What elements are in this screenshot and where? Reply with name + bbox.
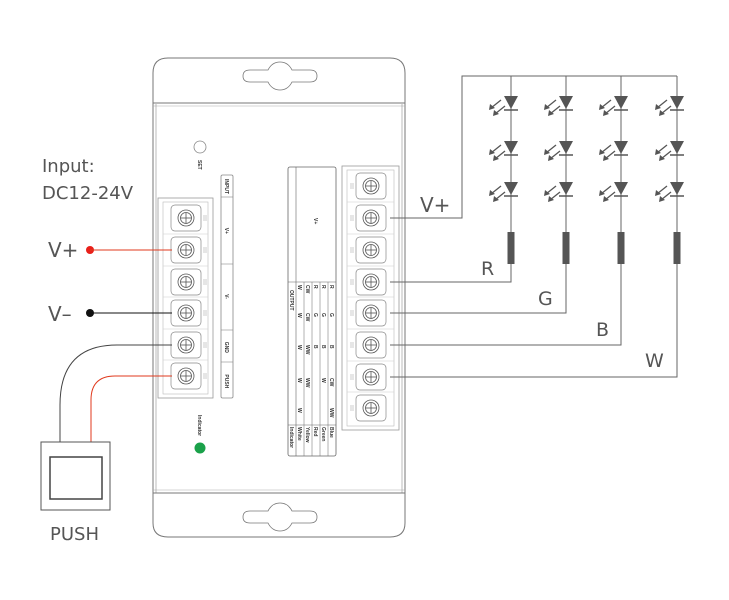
led-string — [489, 76, 518, 264]
led-diode — [504, 182, 518, 195]
push-label: PUSH — [50, 524, 99, 545]
table-cell: W — [296, 408, 302, 413]
table-cell: W — [296, 345, 302, 350]
push-signal-wire — [90, 375, 172, 442]
terminal-screw — [170, 236, 207, 264]
table-row-label: Red — [312, 427, 318, 436]
table-cell: W — [320, 378, 326, 383]
led-diode — [614, 182, 628, 195]
led-diode — [614, 141, 628, 154]
table-cell: R — [328, 285, 334, 289]
led-diode — [504, 141, 518, 154]
table-row-label: Green — [320, 427, 326, 441]
r-wire — [390, 264, 512, 283]
r-label: R — [481, 258, 494, 280]
input-label-line2: DC12-24V — [42, 183, 134, 204]
output-terminal-block — [341, 165, 400, 431]
table-cell: G — [328, 313, 334, 317]
terminal-screw — [350, 331, 387, 359]
top-keyhole — [242, 61, 318, 91]
led-string — [544, 76, 573, 264]
indicator-led — [194, 442, 206, 454]
resistor — [617, 232, 625, 264]
table-cell: W — [296, 285, 302, 290]
terminal-screw — [350, 236, 387, 264]
w-wire — [390, 264, 678, 378]
vplus-output-wire — [390, 75, 677, 219]
input-label-strip: INPUT V+ V- GND PUSH — [220, 174, 234, 399]
led-diode — [614, 96, 628, 109]
table-row-label: Yellow — [304, 427, 310, 443]
input-strip-label: V- — [223, 294, 229, 299]
indicator-label: Indicator — [196, 415, 202, 436]
terminal-screw — [170, 268, 207, 296]
terminal-screw — [350, 172, 387, 200]
led-diode — [559, 141, 573, 154]
led-diode — [504, 96, 518, 109]
input-strip-label: V+ — [223, 228, 229, 234]
terminal-screw — [170, 204, 207, 232]
led-string — [599, 76, 628, 264]
terminal-screw — [350, 299, 387, 327]
table-cell: G — [320, 313, 326, 317]
vplus-output-label: V+ — [420, 193, 450, 217]
led-diode — [559, 96, 573, 109]
terminal-screw — [350, 394, 387, 422]
table-cell: R — [312, 285, 318, 289]
led-diode — [670, 96, 684, 109]
table-cell: G — [312, 313, 318, 317]
table-row-label: Blue — [328, 427, 334, 438]
table-cell: CW — [304, 313, 310, 322]
led-string — [655, 76, 684, 264]
terminal-screw — [170, 331, 207, 359]
terminal-screw — [350, 268, 387, 296]
resistor — [673, 232, 681, 264]
set-label: SET — [196, 160, 202, 170]
led-diode — [670, 141, 684, 154]
table-cell: WW — [304, 378, 310, 388]
table-cell: CW — [304, 285, 310, 294]
output-vplus-header: V+ — [312, 218, 318, 224]
table-row-label: Indicator — [288, 427, 294, 448]
table-cell: W — [296, 378, 302, 383]
gnd-push-wire — [59, 344, 172, 442]
terminal-screw — [350, 363, 387, 391]
input-terminal-block — [157, 197, 214, 399]
table-row-label: White — [296, 427, 302, 441]
led-diode — [670, 182, 684, 195]
set-button[interactable] — [193, 140, 207, 154]
resistor — [562, 232, 570, 264]
output-title: OUTPUT — [288, 290, 294, 311]
input-strip-label: PUSH — [223, 374, 229, 388]
led-diode — [559, 182, 573, 195]
led-strings — [489, 76, 684, 264]
g-label: G — [538, 288, 553, 310]
g-wire — [390, 264, 567, 314]
bottom-keyhole — [242, 502, 318, 532]
input-strip-label: INPUT — [223, 179, 229, 194]
table-cell: B — [312, 345, 318, 349]
table-cell: WW — [304, 345, 310, 355]
table-cell: B — [320, 345, 326, 349]
table-cell: CW — [328, 378, 334, 387]
table-cell: B — [328, 345, 334, 349]
b-wire — [390, 264, 622, 346]
resistor — [507, 232, 515, 264]
input-strip-label: GND — [223, 342, 229, 354]
terminal-screw — [350, 204, 387, 232]
push-switch-button[interactable] — [49, 456, 103, 500]
input-label-line1: Input: — [42, 156, 95, 177]
vminus-input-label: V– — [48, 302, 72, 326]
b-label: B — [596, 319, 609, 341]
table-cell: R — [320, 285, 326, 289]
w-label: W — [645, 350, 664, 372]
vplus-input-label: V+ — [48, 238, 78, 262]
table-cell: W — [296, 313, 302, 318]
table-cell: WW — [328, 408, 334, 418]
